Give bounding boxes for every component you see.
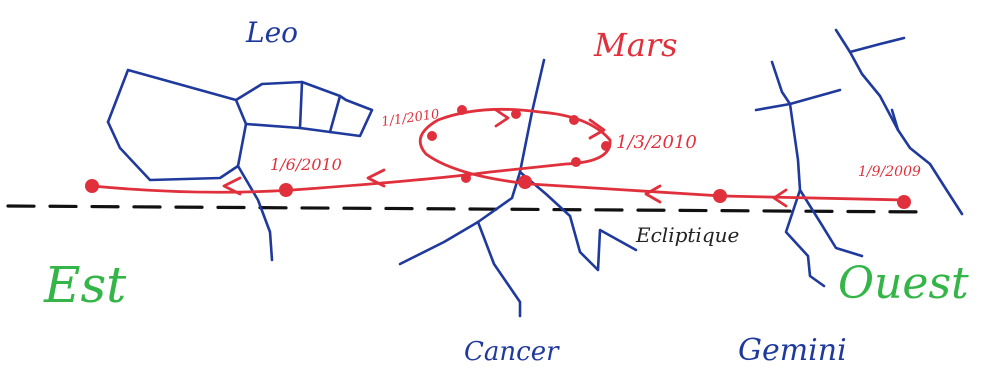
gemini-constellation (754, 28, 964, 288)
date-1: 1/1/2010 (380, 107, 440, 130)
label-est: Est (43, 256, 127, 314)
mars-positions (85, 105, 911, 209)
cancer-constellation (398, 58, 638, 318)
label-leo: Leo (245, 16, 298, 49)
label-mars: Mars (593, 26, 678, 64)
mars-path (90, 107, 906, 202)
date-3: 1/6/2010 (270, 155, 342, 174)
date-2: 1/3/2010 (616, 132, 697, 153)
leo-constellation (106, 68, 374, 262)
label-gemini: Gemini (738, 333, 847, 368)
label-cancer: Cancer (464, 337, 560, 367)
direction-arrows (222, 108, 788, 208)
date-4: 1/9/2009 (858, 164, 921, 180)
label-ecliptic: Ecliptique (635, 223, 739, 247)
ecliptic-line (6, 204, 932, 214)
label-ouest: Ouest (838, 258, 969, 309)
